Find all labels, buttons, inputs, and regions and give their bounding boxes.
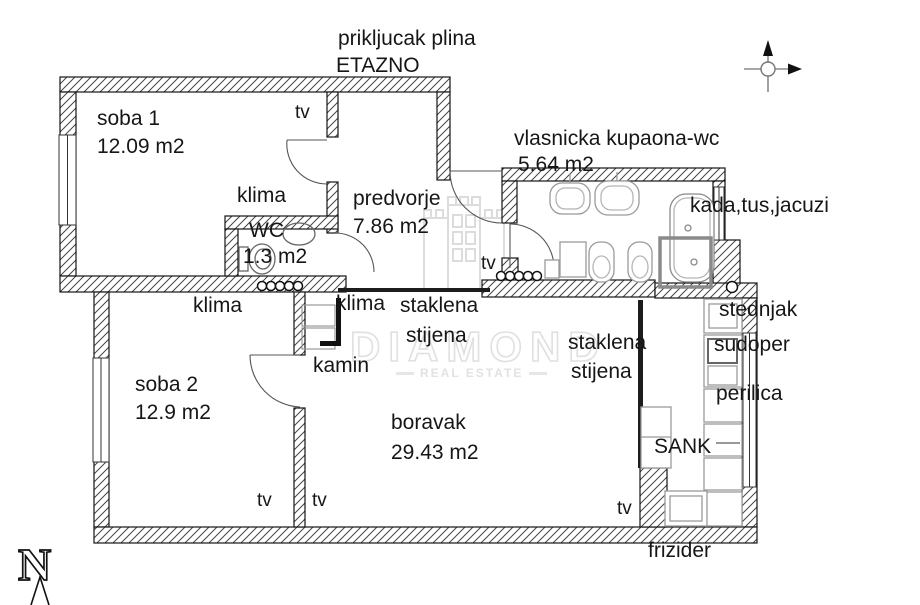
watermark-dash [529, 371, 548, 375]
watermark-brand: DIAMOND [349, 322, 607, 371]
window-bathroom [713, 186, 725, 241]
glass-wall-vertical [638, 300, 643, 468]
bath-cabinet [544, 241, 587, 279]
watermark-dash [396, 371, 414, 375]
glass-wall-horizontal [338, 288, 490, 292]
sink-basin [282, 222, 316, 246]
watermark-tagline: REAL ESTATE [396, 366, 548, 380]
window-soba2 [92, 357, 110, 463]
counter-unit [703, 457, 743, 491]
kitchen-units [640, 298, 743, 527]
radiator-2 [495, 270, 543, 282]
radiator-1 [256, 280, 304, 292]
counter-unit [703, 491, 743, 527]
shower-cabin [658, 236, 713, 289]
glass-walls [338, 288, 643, 468]
window-kitchen [742, 332, 757, 488]
sink-basin [549, 174, 591, 215]
window-soba1 [58, 134, 77, 226]
counter-unit [703, 388, 743, 423]
north-label: N [17, 538, 52, 591]
door-corridor [449, 170, 503, 224]
counter-unit [703, 423, 743, 457]
door-soba1 [286, 139, 328, 185]
doors [249, 139, 555, 408]
north-arrow-icon [30, 574, 50, 605]
stove-unit [703, 298, 743, 334]
walls [59, 76, 758, 544]
sink-basin [594, 172, 640, 216]
door-wc [334, 232, 375, 273]
fridge-unit [664, 490, 708, 527]
wc-fixtures [238, 222, 316, 275]
bidet [627, 241, 653, 283]
sink-unit [703, 334, 743, 388]
bathroom-fixtures [544, 172, 715, 289]
toilet [588, 241, 615, 283]
windows [58, 134, 757, 488]
radiators [256, 270, 739, 294]
compass-icon [744, 40, 802, 92]
bar-counter [640, 406, 672, 469]
gas-point [725, 280, 739, 294]
toilet [238, 243, 276, 275]
door-soba2 [249, 354, 301, 408]
fireplace [301, 298, 341, 350]
